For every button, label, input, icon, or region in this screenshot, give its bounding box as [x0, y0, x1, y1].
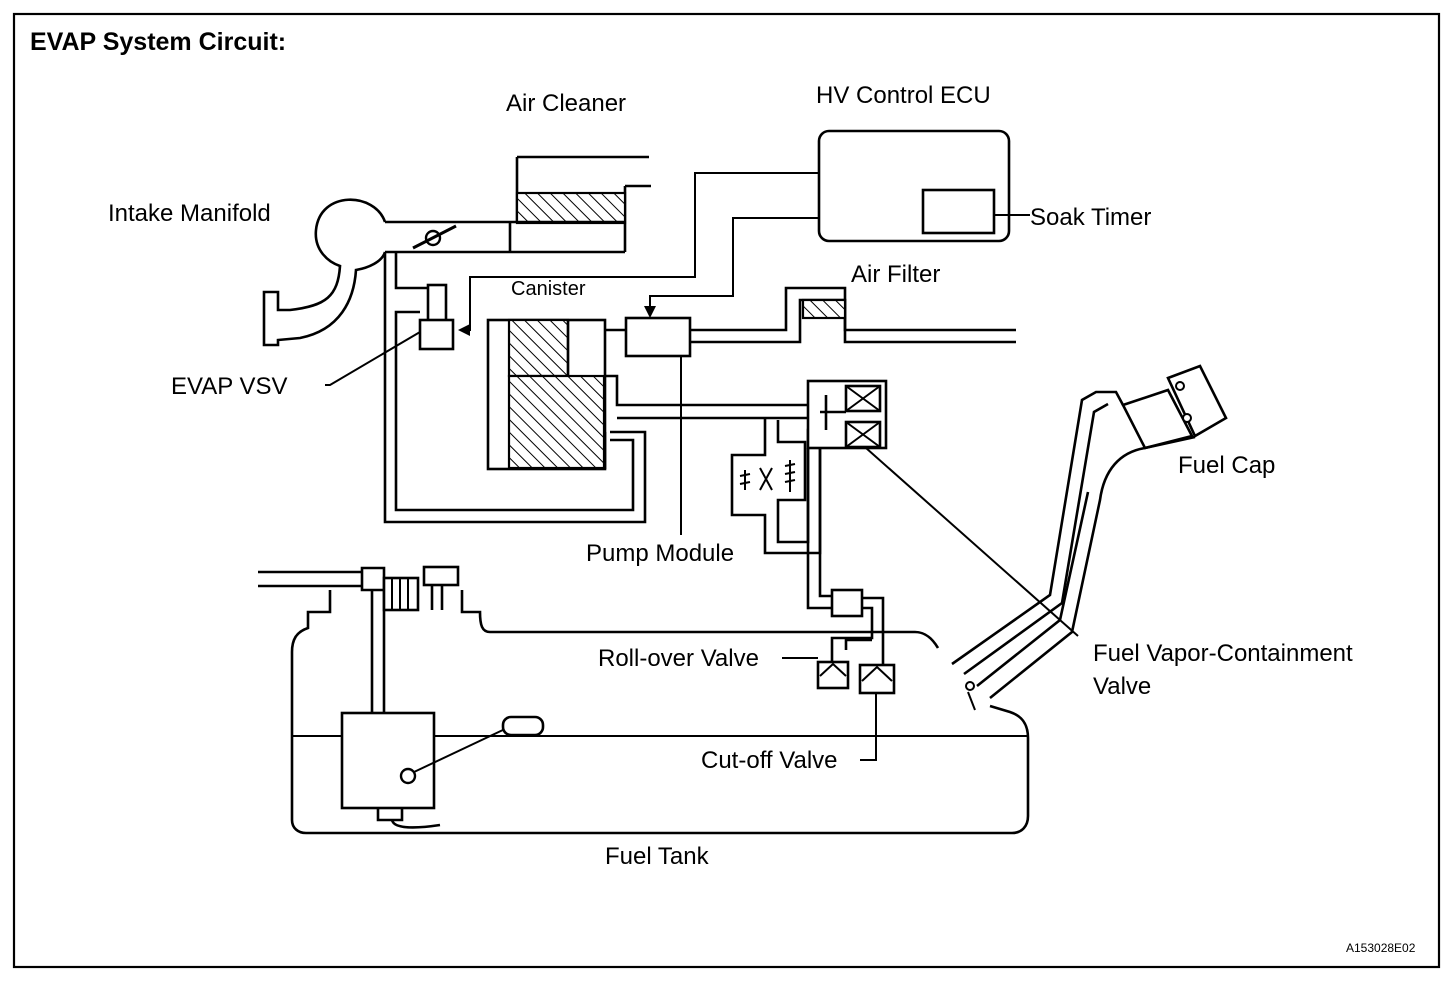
label-roll-over-valve: Roll-over Valve — [598, 645, 759, 672]
label-pump-module: Pump Module — [586, 540, 734, 567]
cut-off-valve — [858, 663, 896, 761]
label-cut-off-valve: Cut-off Valve — [701, 747, 838, 774]
label-air-filter: Air Filter — [851, 261, 940, 288]
label-fuel-tank: Fuel Tank — [605, 843, 710, 870]
evap-vsv — [325, 252, 647, 524]
fuel-cap — [1121, 364, 1228, 450]
figure-code: A153028E02 — [1346, 941, 1416, 955]
filler-neck — [951, 390, 1196, 711]
evap-vsv-signal-arrow — [458, 324, 470, 336]
outer-border — [12, 12, 1441, 969]
pump-module-signal-arrow — [644, 306, 656, 318]
hv-control-ecu — [817, 129, 1030, 243]
intake-manifold — [262, 198, 625, 347]
canister — [486, 318, 607, 471]
fuel-tank — [258, 565, 1030, 835]
vapor-line — [806, 448, 832, 610]
air-cleaner — [508, 155, 651, 252]
label-hv-control-ecu: HV Control ECU — [816, 82, 991, 109]
label-intake-manifold: Intake Manifold — [108, 200, 271, 227]
pump-module — [605, 286, 1016, 555]
ecu-to-pump-module-wire — [649, 217, 819, 310]
fuel-vapor-containment-valve — [806, 379, 1079, 637]
label-evap-vsv: EVAP VSV — [171, 373, 288, 400]
label-air-cleaner: Air Cleaner — [506, 90, 626, 117]
label-fuel-vapor-containment-line1: Fuel Vapor-Containment — [1093, 640, 1353, 667]
label-fuel-cap: Fuel Cap — [1178, 452, 1275, 479]
diagram-title: EVAP System Circuit: — [30, 28, 286, 56]
roll-over-valve — [782, 588, 885, 690]
label-fuel-vapor-containment-line2: Valve — [1093, 673, 1151, 700]
label-soak-timer: Soak Timer — [1030, 204, 1151, 231]
label-canister: Canister — [511, 278, 586, 300]
